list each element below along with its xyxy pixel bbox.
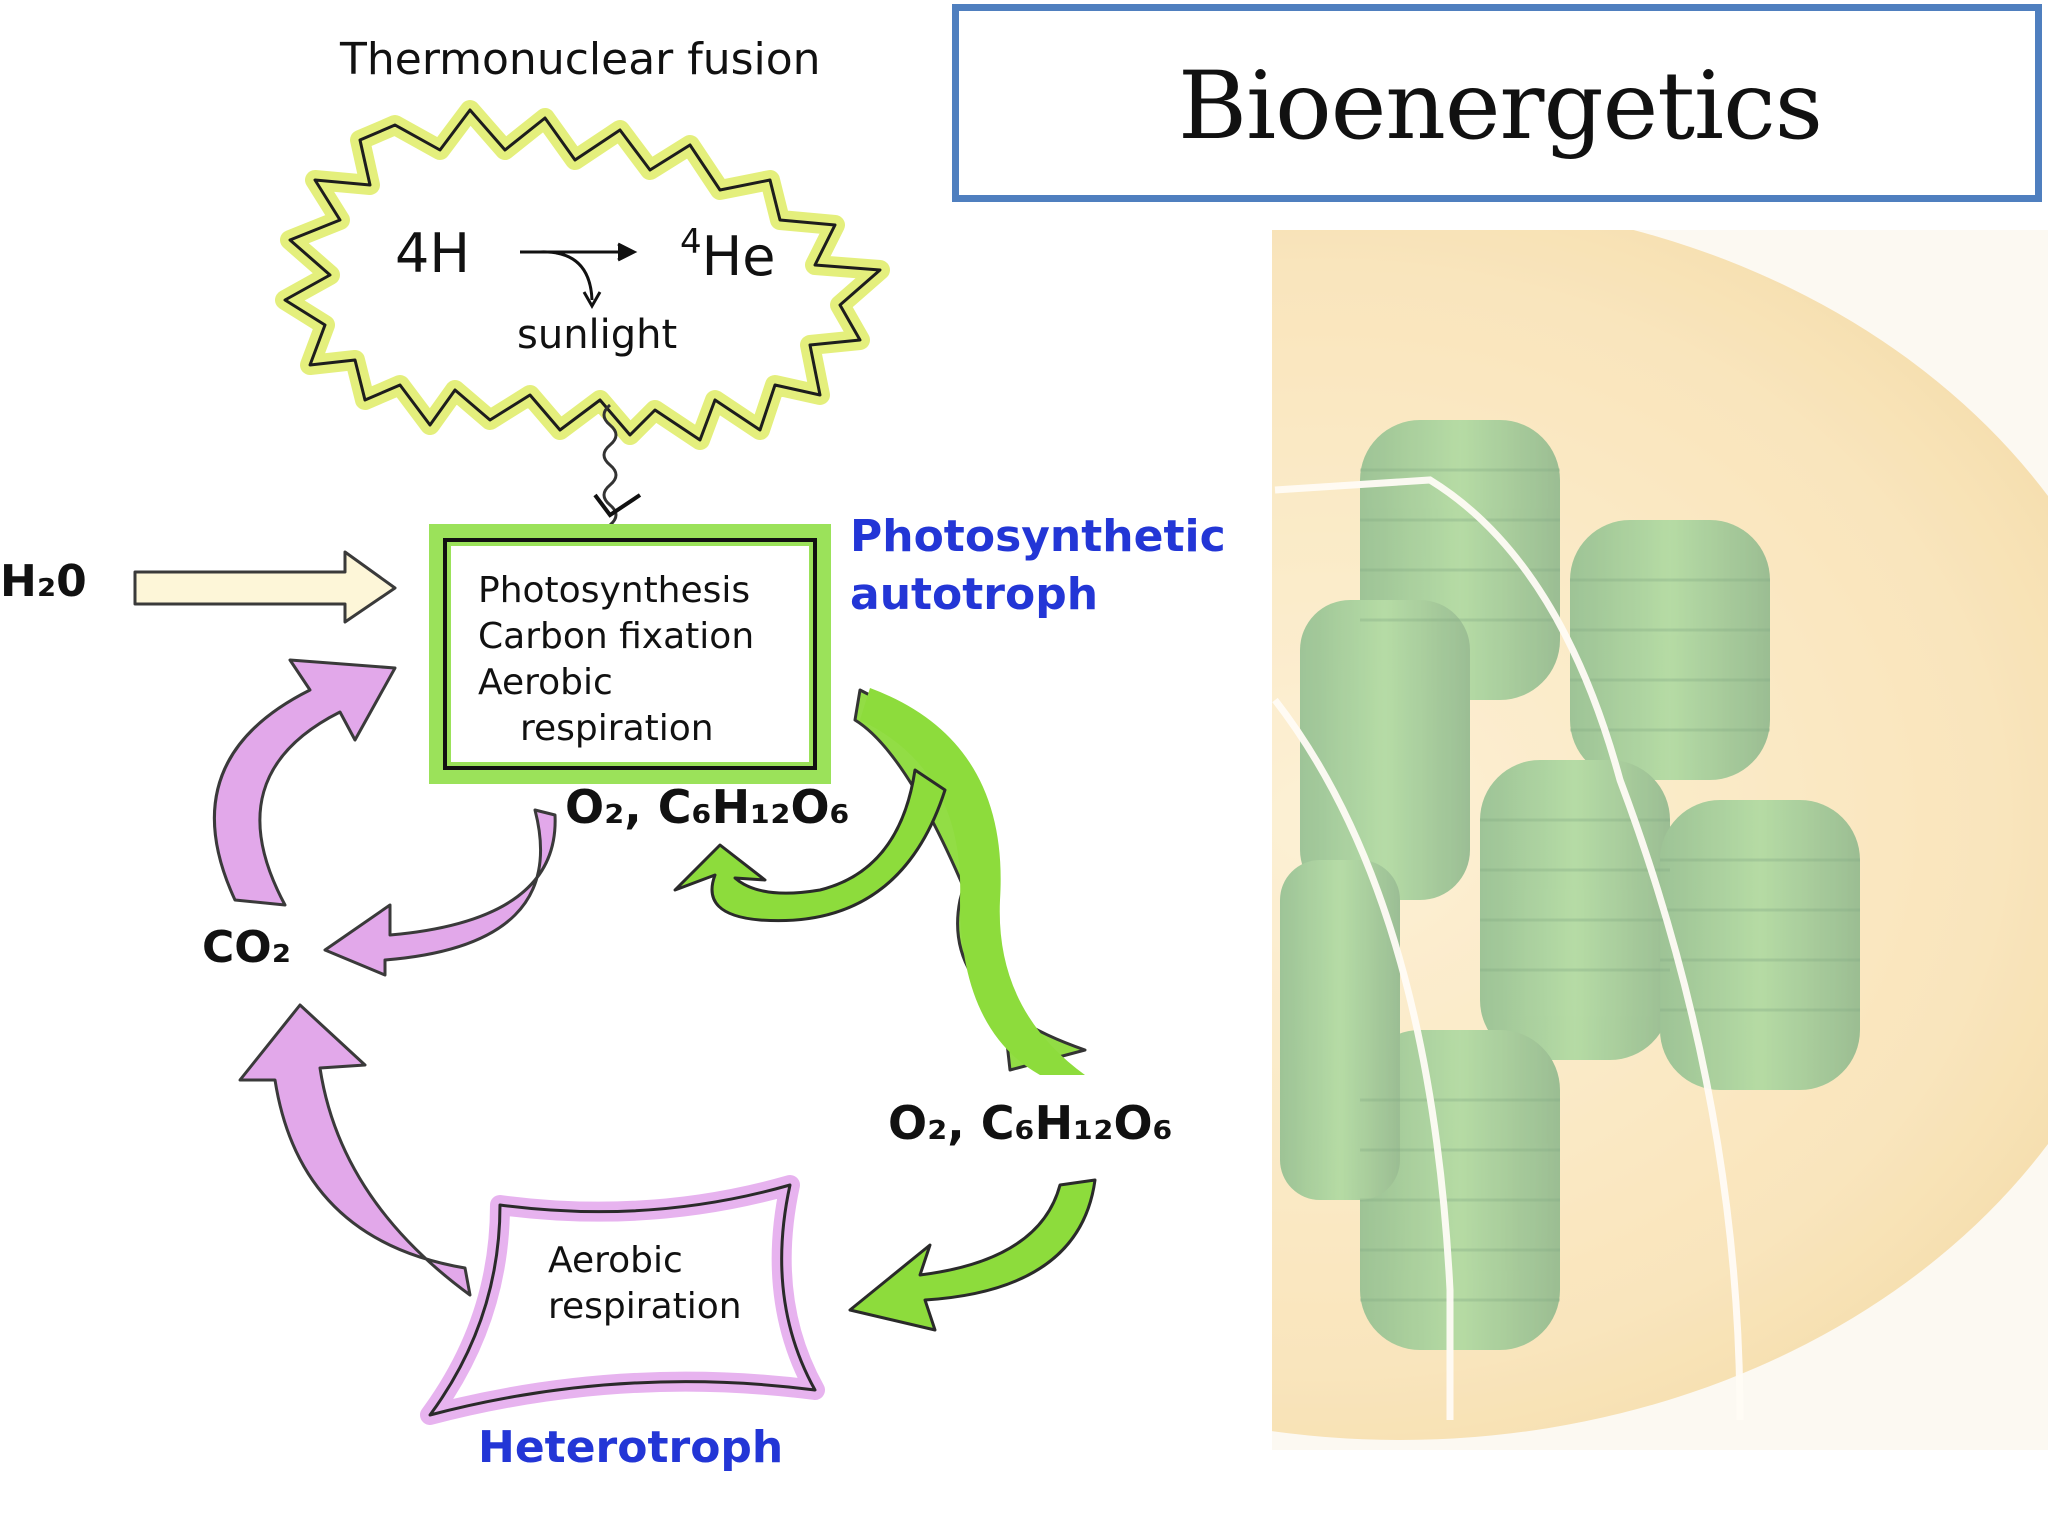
fusion-reactant: 4H — [395, 222, 470, 285]
autotroph-products: O₂, C₆H₁₂O₆ — [565, 780, 850, 834]
purple-arrow-co2-to-autotroph-icon — [212, 658, 397, 907]
fusion-arrow-icon — [520, 242, 638, 310]
co2-label: CO₂ — [202, 922, 291, 973]
energy-cycle-diagram — [133, 100, 1097, 1425]
water-arrow-icon — [133, 550, 397, 624]
sunlight-label: sunlight — [517, 312, 678, 358]
fusion-product: 4He — [680, 222, 775, 288]
autotroph-process-1: Photosynthesis — [478, 570, 751, 611]
sun-outline — [283, 108, 882, 442]
title-box — [952, 4, 2042, 202]
autotroph-label: Photosynthetic autotroph — [850, 508, 1226, 624]
fusion-product-element: He — [701, 225, 776, 288]
heterotroph-label: Heterotroph — [478, 1422, 784, 1473]
autotroph-process-4: respiration — [520, 708, 714, 749]
autotroph-processes: Photosynthesis Carbon fixation Aerobic r… — [478, 568, 754, 752]
heterotroph-inputs: O₂, C₆H₁₂O₆ — [888, 1096, 1173, 1150]
autotroph-box-frame — [429, 524, 831, 784]
purple-arrow-autotroph-to-co2-icon — [323, 808, 557, 977]
fusion-product-mass-number: 4 — [680, 222, 702, 262]
sun-caption: Thermonuclear fusion — [340, 34, 821, 85]
autotroph-box-outline — [443, 538, 817, 770]
green-arrow-return-icon — [673, 768, 947, 923]
autotroph-process-2: Carbon fixation — [478, 616, 755, 657]
sunlight-arrowhead-icon — [593, 493, 642, 518]
heterotroph-process-2: respiration — [548, 1286, 742, 1327]
water-label: H₂0 — [0, 556, 87, 607]
heterotroph-processes: Aerobic respiration — [548, 1238, 742, 1330]
slide-title: Bioenergetics — [1178, 52, 1823, 161]
sunlight-ray-icon — [602, 403, 618, 527]
purple-arrow-heterotroph-to-co2-icon — [238, 1003, 472, 1297]
autotroph-process-3: Aerobic — [478, 662, 613, 703]
sun-glow — [275, 100, 890, 450]
heterotroph-box-outline — [428, 1183, 817, 1417]
green-arrow-into-heterotroph-icon — [848, 1178, 1097, 1332]
heterotroph-process-1: Aerobic — [548, 1240, 683, 1281]
autotroph-label-line2: autotroph — [850, 569, 1099, 620]
autotroph-label-line1: Photosynthetic — [850, 511, 1226, 562]
